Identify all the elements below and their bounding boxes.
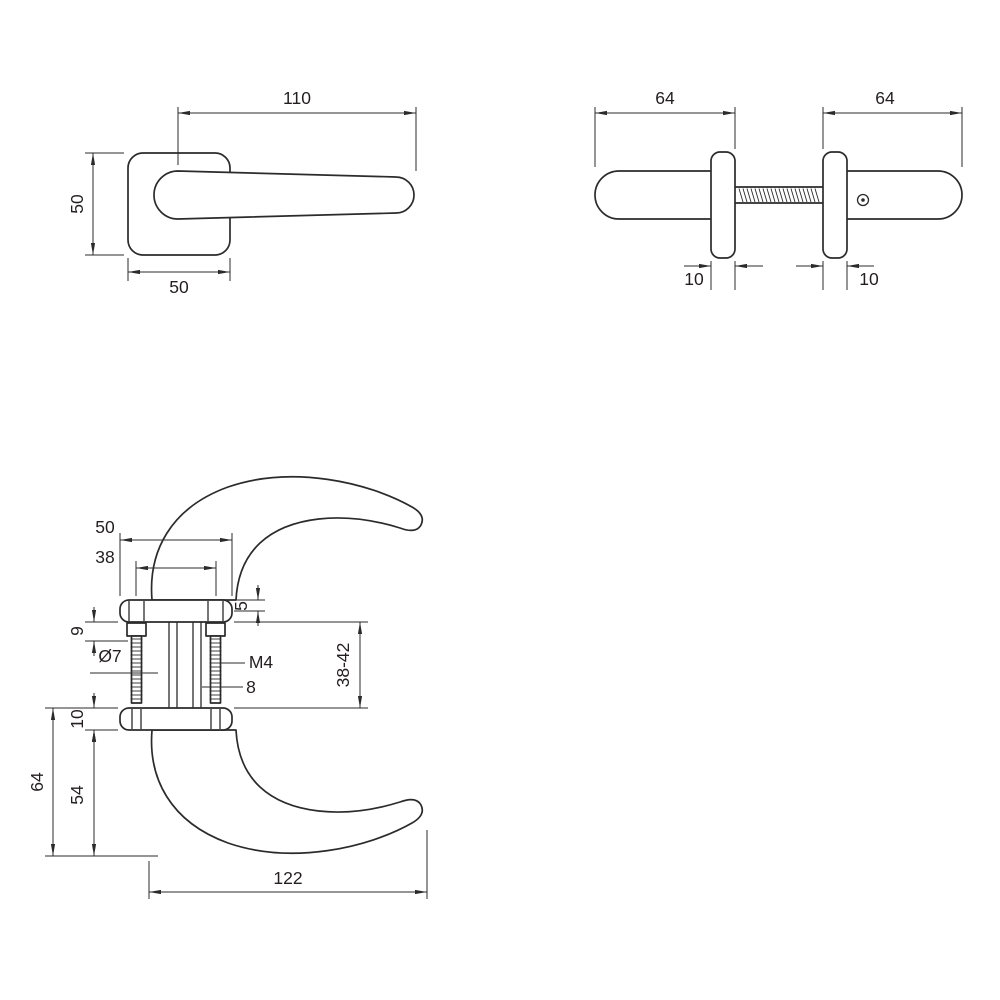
dim-label-110: 110	[283, 88, 311, 108]
dimension-spindle: 8	[202, 677, 256, 697]
dimension-plate-thickness: 10	[45, 693, 118, 745]
left-fixing-screw	[126, 622, 147, 704]
dimension-screw-diameter: Ø7	[90, 646, 158, 674]
dim-label-50-bottom: 50	[169, 277, 189, 297]
dim-label-8: 8	[246, 677, 256, 697]
left-rosette-side	[710, 151, 736, 259]
right-fixing-screw	[205, 622, 226, 704]
grub-screw-center	[861, 198, 865, 202]
left-grip	[594, 170, 717, 220]
dim-label-m4: M4	[249, 652, 274, 672]
dimension-left-grip-length: 64	[594, 88, 736, 167]
lever-front	[153, 170, 415, 220]
dimension-lip: 5	[231, 585, 265, 626]
dim-label-5: 5	[231, 601, 251, 611]
dim-label-64-left: 64	[655, 88, 675, 108]
dim-label-64-section: 64	[27, 772, 47, 792]
dim-label-50-left: 50	[67, 194, 87, 214]
upper-lever-section	[150, 476, 424, 601]
dimension-screw-spacing: 38	[95, 547, 217, 596]
dimension-right-rosette-thickness: 10	[796, 261, 879, 290]
plate-hole-lines	[128, 601, 224, 729]
dim-label-10-right: 10	[859, 269, 879, 289]
spindle-thread-hatch	[738, 188, 820, 203]
dimension-rosette-width: 50	[127, 258, 231, 297]
dim-label-54: 54	[67, 785, 87, 805]
top-rosette-plate	[119, 599, 233, 623]
dimension-thread: M4	[221, 652, 273, 672]
dimension-neck: 9	[67, 607, 128, 656]
dimension-right-grip-length: 64	[822, 88, 963, 167]
dim-label-38-42: 38-42	[333, 643, 353, 688]
dimension-total-depth: 64	[27, 708, 158, 857]
dimension-left-rosette-thickness: 10	[684, 261, 763, 290]
dimension-lever-drop: 54	[67, 730, 97, 856]
spindle-section	[168, 622, 202, 708]
dim-label-o7: Ø7	[98, 646, 121, 666]
dim-label-64-right: 64	[875, 88, 895, 108]
dim-label-10-left: 10	[684, 269, 704, 289]
right-rosette-side	[822, 151, 848, 259]
dim-label-50-section: 50	[95, 517, 115, 537]
dimension-lever-length-section: 122	[148, 830, 428, 899]
right-screw-thread	[209, 638, 222, 700]
dimension-rosette-height: 50	[67, 152, 124, 256]
dim-label-122: 122	[273, 868, 302, 888]
dim-label-10-plate: 10	[67, 709, 87, 729]
dim-label-38: 38	[95, 547, 114, 567]
section-view: 50 38 5 9 Ø7 M4	[27, 476, 428, 899]
bottom-rosette-plate	[119, 707, 233, 731]
side-view: 64 64 10 10	[594, 88, 963, 290]
grub-screw	[856, 193, 870, 207]
front-view: 110 50 50	[67, 88, 417, 297]
lower-lever-section	[150, 729, 424, 854]
left-screw-thread	[130, 638, 143, 700]
dim-label-9: 9	[67, 626, 87, 636]
dimension-door-thickness: 38-42	[234, 621, 368, 709]
right-grip	[841, 170, 963, 220]
dimension-lever-length: 110	[177, 88, 417, 171]
dimension-rosette-width-section: 50	[95, 517, 233, 596]
